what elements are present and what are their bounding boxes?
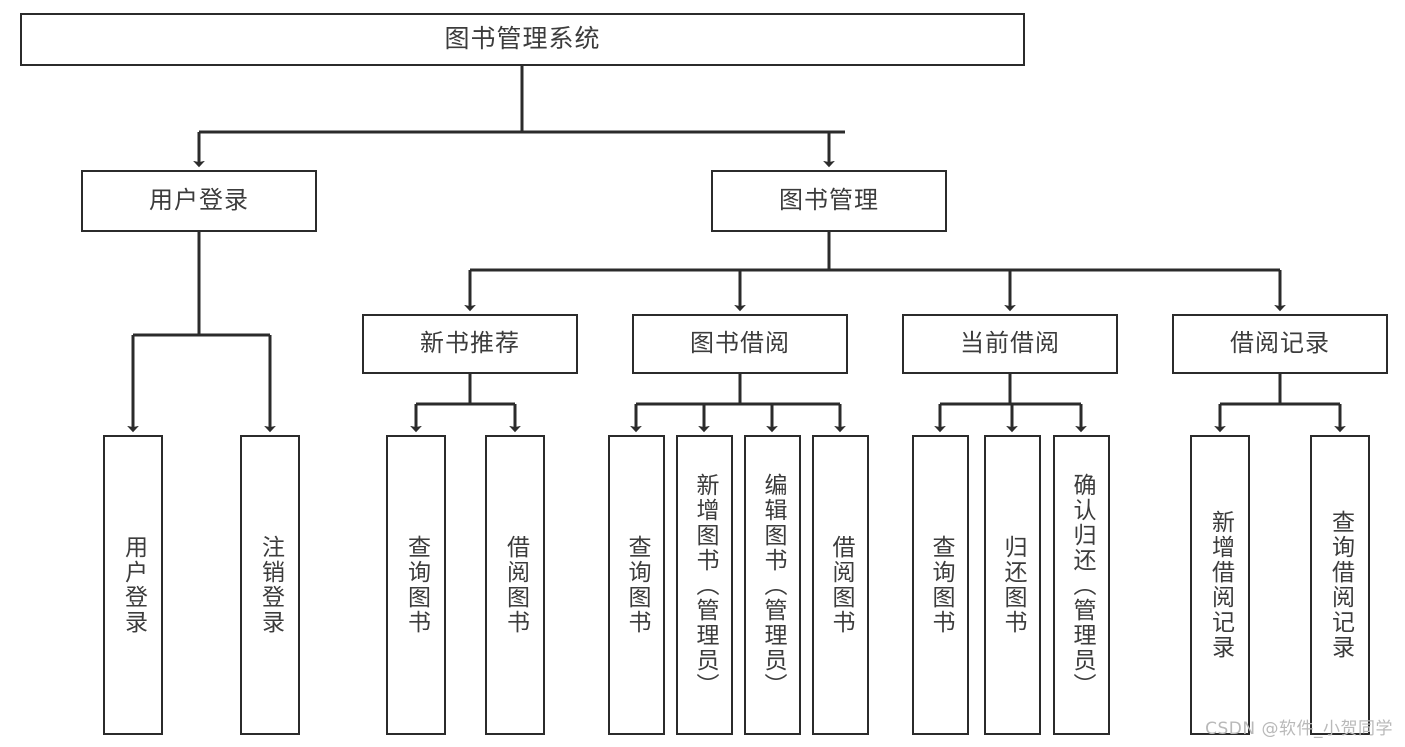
node-current-borrow[interactable]: 当前借阅 (902, 314, 1118, 374)
node-leaf-borrow-book-2[interactable]: 借阅图书 (812, 435, 869, 735)
node-book-borrow-label: 图书借阅 (690, 329, 790, 358)
node-user-login-label: 用户登录 (149, 186, 249, 215)
node-leaf-query-book-3-label: 查询图书 (928, 535, 954, 635)
node-leaf-query-record-label: 查询借阅记录 (1327, 510, 1354, 660)
node-borrow-record-label: 借阅记录 (1230, 329, 1330, 358)
node-leaf-edit-book[interactable]: 编辑图书（管理员） (744, 435, 801, 735)
node-book-manage-label: 图书管理 (779, 186, 879, 215)
node-leaf-query-book-3[interactable]: 查询图书 (912, 435, 969, 735)
node-leaf-user-login[interactable]: 用户登录 (103, 435, 163, 735)
node-borrow-record[interactable]: 借阅记录 (1172, 314, 1388, 374)
node-current-borrow-label: 当前借阅 (960, 329, 1060, 358)
node-leaf-return-book-label: 归还图书 (1000, 535, 1026, 635)
node-user-login[interactable]: 用户登录 (81, 170, 317, 232)
node-book-manage[interactable]: 图书管理 (711, 170, 947, 232)
node-leaf-query-book-1[interactable]: 查询图书 (386, 435, 446, 735)
node-leaf-add-record[interactable]: 新增借阅记录 (1190, 435, 1250, 735)
node-leaf-return-book[interactable]: 归还图书 (984, 435, 1041, 735)
node-leaf-user-login-label: 用户登录 (120, 535, 147, 635)
node-leaf-logout[interactable]: 注销登录 (240, 435, 300, 735)
node-leaf-logout-label: 注销登录 (257, 535, 284, 635)
node-new-book-rec-label: 新书推荐 (420, 329, 520, 358)
node-leaf-edit-book-label: 编辑图书（管理员） (760, 472, 786, 698)
node-leaf-borrow-book-2-label: 借阅图书 (828, 535, 854, 635)
node-leaf-add-book-label: 新增图书（管理员） (692, 472, 718, 698)
node-leaf-confirm-return-label: 确认归还（管理员） (1069, 472, 1095, 698)
node-root-label: 图书管理系统 (444, 24, 601, 54)
node-leaf-add-record-label: 新增借阅记录 (1207, 510, 1234, 660)
csdn-watermark: CSDN @软件_小贺同学 (1205, 719, 1393, 739)
node-leaf-query-book-1-label: 查询图书 (403, 535, 430, 635)
node-new-book-rec[interactable]: 新书推荐 (362, 314, 578, 374)
node-leaf-borrow-book-1[interactable]: 借阅图书 (485, 435, 545, 735)
node-leaf-borrow-book-1-label: 借阅图书 (502, 535, 529, 635)
node-book-borrow[interactable]: 图书借阅 (632, 314, 848, 374)
node-leaf-query-record[interactable]: 查询借阅记录 (1310, 435, 1370, 735)
node-leaf-confirm-return[interactable]: 确认归还（管理员） (1053, 435, 1110, 735)
node-leaf-query-book-2[interactable]: 查询图书 (608, 435, 665, 735)
node-root[interactable]: 图书管理系统 (20, 13, 1025, 66)
node-leaf-add-book[interactable]: 新增图书（管理员） (676, 435, 733, 735)
node-leaf-query-book-2-label: 查询图书 (624, 535, 650, 635)
